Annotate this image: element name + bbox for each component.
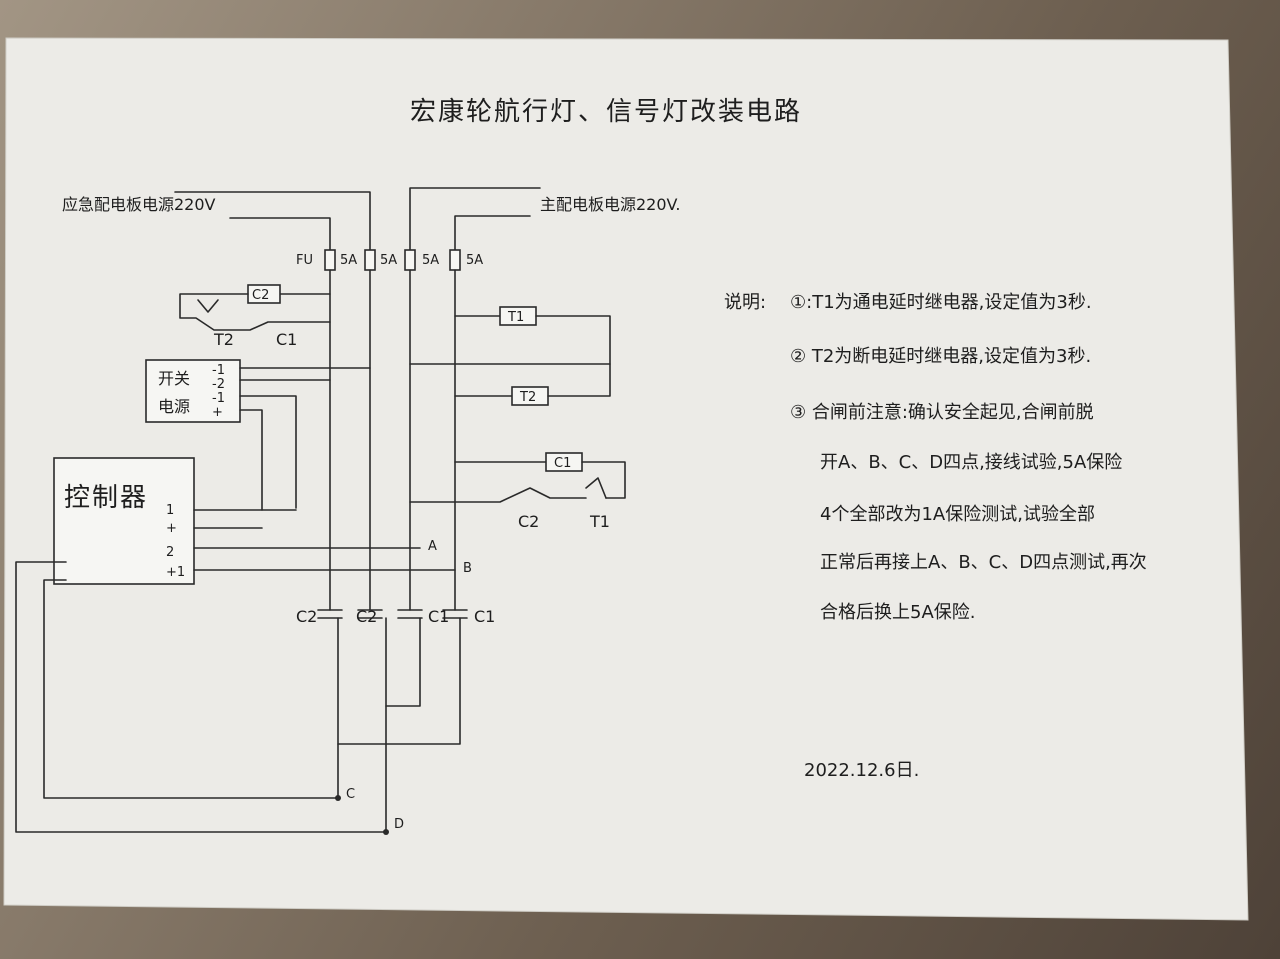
switch-power-wire-3: [239, 395, 297, 509]
controller-pin-1: 1: [166, 503, 174, 518]
controller-wire-d: [43, 579, 339, 799]
fuse-3-rating: 5A: [422, 253, 439, 268]
switch-power-wire-4: [239, 409, 263, 511]
switch-power-pin-1: -1: [212, 363, 225, 378]
note-line-6: 正常后再接上A、B、C、D四点测试,再次: [820, 552, 1147, 573]
main-feed-wire-1: [409, 187, 541, 251]
c1-contact-label: C1: [276, 330, 297, 349]
contactor-c1-right: [442, 609, 468, 619]
main-feed-wire-2: [454, 215, 531, 251]
node-b: B: [463, 561, 472, 576]
fuse-1: [324, 249, 336, 271]
controller-pin-3: 2: [166, 545, 174, 560]
contactor-label-4: C1: [474, 607, 495, 626]
c2-contact-label: C2: [518, 512, 539, 531]
switch-power-pin-4: +: [212, 405, 223, 420]
node-c: C: [346, 787, 355, 802]
controller-pin-4: +1: [166, 565, 185, 580]
fuse-2-rating: 5A: [380, 253, 397, 268]
contactor-label-2: C2: [356, 607, 377, 626]
fuse-2: [364, 249, 376, 271]
fuse-4-rating: 5A: [466, 253, 483, 268]
contactor-c1-left: [397, 609, 423, 619]
node-c-dot: [335, 795, 341, 801]
switch-power-line1: 开关: [158, 369, 190, 388]
paper-sheet: [3, 37, 1249, 921]
switch-power-box: [145, 359, 241, 423]
node-a: A: [428, 539, 437, 554]
date-label: 2022.12.6日.: [804, 760, 919, 781]
note-line-5: 4个全部改为1A保险测试,试验全部: [820, 504, 1095, 525]
switch-power-pin-2: -2: [212, 377, 225, 392]
c2-coil-label: C2: [252, 288, 269, 303]
output-line-3: [385, 617, 421, 707]
fuse-label: FU: [296, 253, 313, 268]
note-line-7: 合格后换上5A保险.: [820, 602, 976, 623]
fuse-4: [449, 249, 461, 271]
emergency-power-label: 应急配电板电源220V: [62, 195, 216, 214]
note-line-2: ② T2为断电延时继电器,设定值为3秒.: [790, 346, 1091, 367]
t1-contact-label: T1: [589, 512, 610, 531]
fuse-3: [404, 249, 416, 271]
switch-power-line2: 电源: [158, 397, 190, 416]
note-line-1: ①:T1为通电延时继电器,设定值为3秒.: [790, 292, 1092, 313]
note-line-4: 开A、B、C、D四点,接线试验,5A保险: [820, 452, 1122, 473]
t2-contact-symbol: [197, 299, 219, 313]
main-power-label: 主配电板电源220V.: [540, 195, 681, 214]
node-d: D: [394, 817, 404, 832]
fuse-1-rating: 5A: [340, 253, 357, 268]
controller-wire-c: [15, 561, 387, 833]
c2-contact-wire: [409, 487, 587, 503]
diagram-title: 宏康轮航行灯、信号灯改装电路: [410, 97, 802, 127]
switch-power-pin-3: -1: [212, 391, 225, 406]
t1-return-wire: [409, 315, 611, 365]
contactor-c2-right: [357, 609, 383, 619]
controller-label: 控制器: [64, 483, 148, 513]
c1-coil-label: C1: [554, 456, 571, 471]
controller-pin-2: +: [166, 521, 177, 536]
note-line-3: ③ 合闸前注意:确认安全起见,合闸前脱: [790, 402, 1094, 423]
controller-box: [53, 457, 195, 585]
emergency-feed-wire-1: [174, 191, 371, 251]
left-branch-loop: [179, 293, 331, 331]
t2-contact-label: T2: [213, 330, 234, 349]
c1-return-wire: [581, 461, 626, 499]
t2-relay-label: T2: [519, 390, 536, 405]
notes-label: 说明:: [724, 292, 766, 313]
output-line-4: [337, 617, 461, 745]
node-d-dot: [383, 829, 389, 835]
contactor-label-3: C1: [428, 607, 449, 626]
t1-relay-label: T1: [507, 310, 524, 325]
emergency-feed-wire-2: [229, 217, 331, 251]
t1-contact-symbol: [585, 477, 607, 499]
contactor-label-1: C2: [296, 607, 317, 626]
t2-return-wire: [547, 363, 611, 397]
